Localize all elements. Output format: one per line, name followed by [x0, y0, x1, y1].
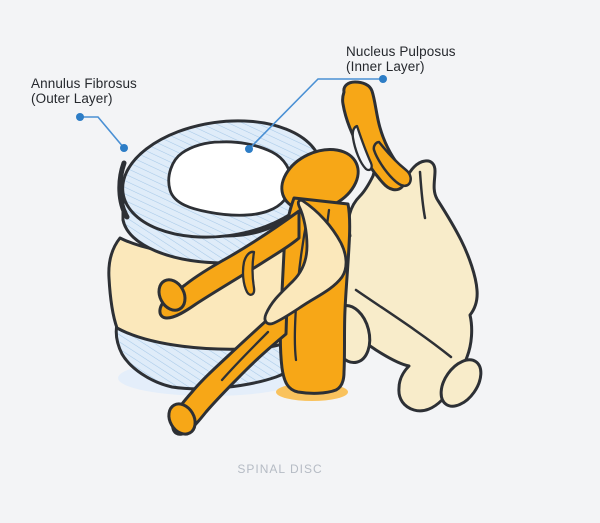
label-annulus-line1: Annulus Fibrosus	[31, 76, 137, 91]
label-annulus-line2: (Outer Layer)	[31, 91, 113, 106]
leader-dots	[76, 75, 387, 153]
nerve-root-lower-cap	[167, 402, 197, 436]
vertebra-lamina-wedge	[263, 198, 348, 326]
caption-spinal-disc: SPINAL DISC	[237, 462, 323, 476]
cord-thin-strand	[372, 140, 412, 188]
nerve-root-upper	[158, 209, 301, 320]
disc-nucleus-pulposus	[167, 140, 293, 217]
nucleus-leader-line	[248, 78, 383, 150]
annulus-dot-label-end	[76, 113, 84, 121]
label-nucleus-line1: Nucleus Pulposus	[346, 44, 456, 59]
leader-lines	[80, 78, 383, 150]
label-annulus-fibrosus: Annulus Fibrosus (Outer Layer)	[31, 76, 137, 106]
vertebra-posterior	[328, 159, 483, 413]
nucleus-dot-label-end	[379, 75, 387, 83]
nerve-root-upper-cap	[157, 278, 187, 312]
annulus-leader-line	[80, 116, 125, 149]
annulus-dot-target	[120, 144, 128, 152]
label-nucleus-line2: (Inner Layer)	[346, 59, 425, 74]
nucleus-dot-target	[245, 145, 253, 153]
label-nucleus-pulposus: Nucleus Pulposus (Inner Layer)	[346, 44, 456, 74]
